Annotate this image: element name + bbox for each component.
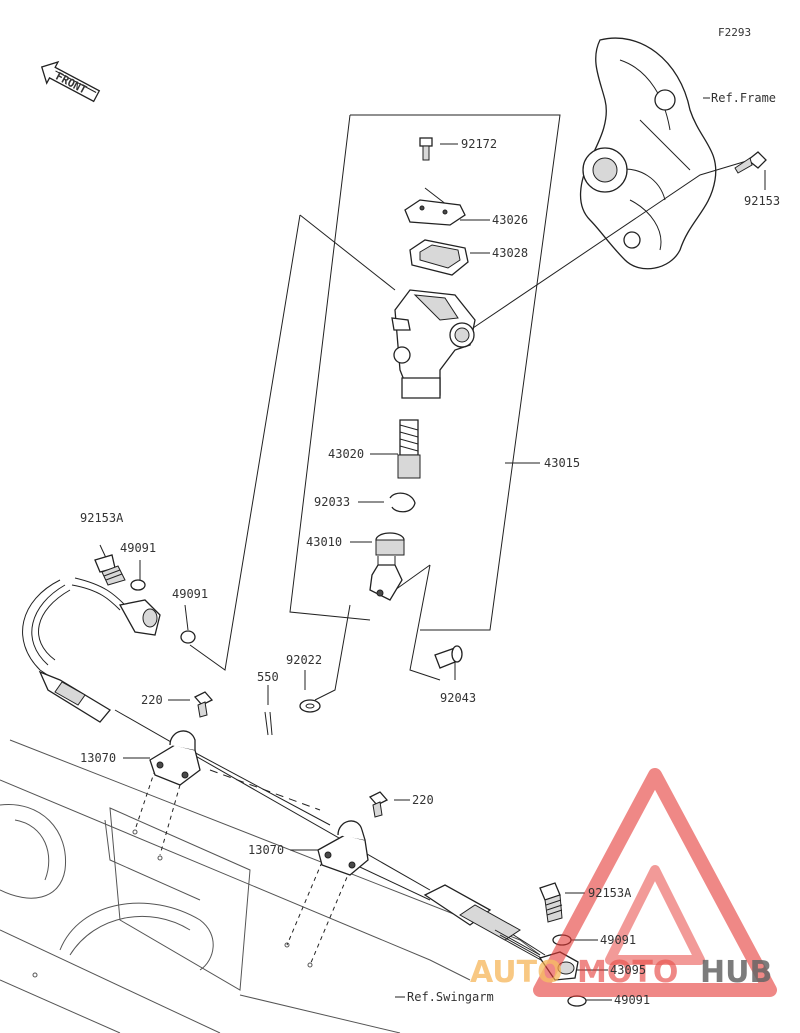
part-49091-right1: 49091: [600, 933, 636, 947]
ref-frame-label: Ref.Frame: [711, 91, 776, 105]
watermark-moto: MOTO: [577, 955, 678, 990]
part-43015: 43015: [544, 456, 580, 470]
pin-92043: [434, 645, 463, 669]
part-92153A-right: 92153A: [588, 886, 632, 900]
part-92153-top: 92153: [744, 194, 780, 208]
part-49091-right2: 49091: [614, 993, 650, 1007]
brake-hose: [22, 577, 551, 966]
ref-swingarm-label: Ref.Swingarm: [407, 990, 494, 1004]
assembly-bracket: [289, 114, 561, 631]
washer-49091-right2: [567, 995, 587, 1007]
part-92033: 92033: [314, 495, 350, 509]
circlip-92033: [389, 492, 416, 513]
push-rod-43010: [369, 532, 405, 601]
washer-92022: [299, 699, 321, 713]
swingarm-outline: [0, 739, 541, 1033]
labels: F2293 Ref.Frame 92172 43026 43028 92153 …: [80, 26, 780, 1007]
screw-220-right: [368, 791, 389, 818]
clamp-13070-right: [317, 820, 369, 876]
diaphragm-43028: [409, 239, 469, 276]
part-92022: 92022: [286, 653, 322, 667]
front-arrow-icon: FRONT: [40, 60, 101, 103]
part-43095: 43095: [610, 963, 646, 977]
screw-220-left: [193, 691, 214, 718]
part-13070-right: 13070: [248, 843, 284, 857]
watermark-auto: AUTO: [470, 955, 563, 990]
part-43020: 43020: [328, 447, 364, 461]
washer-49091-left1: [130, 579, 146, 591]
clamp-13070-left: [149, 730, 201, 786]
washer-49091-left2: [180, 630, 196, 644]
part-49091-left1: 49091: [120, 541, 156, 555]
part-220-right: 220: [412, 793, 434, 807]
part-43026: 43026: [492, 213, 528, 227]
cap-43026: [404, 199, 466, 226]
automotohub-watermark: AUTO MOTO HUB: [470, 768, 777, 997]
bolt-92172: [419, 137, 433, 161]
diagram-code: F2293: [718, 26, 751, 39]
part-49091-left2: 49091: [172, 587, 208, 601]
part-13070-left: 13070: [80, 751, 116, 765]
banjo-bolt-92153A-right: [539, 882, 563, 923]
master-cylinder-43015: [391, 289, 476, 399]
watermark-hub: HUB: [700, 955, 772, 990]
part-43010: 43010: [306, 535, 342, 549]
cotter-pin-550: [264, 711, 273, 736]
piston-kit-43020: [397, 419, 421, 479]
banjo-fitting-left: [118, 599, 161, 636]
part-92043: 92043: [440, 691, 476, 705]
part-220-left: 220: [141, 693, 163, 707]
banjo-bolt-92153A-left: [94, 554, 126, 586]
part-43028: 43028: [492, 246, 528, 260]
watermark-triangle-icon: [533, 768, 777, 997]
bolt-92153-top: [734, 151, 767, 174]
frame-reference-drawing: [579, 37, 717, 270]
front-label: FRONT: [53, 70, 89, 97]
part-92153A-left: 92153A: [80, 511, 124, 525]
part-92172: 92172: [461, 137, 497, 151]
part-550: 550: [257, 670, 279, 684]
